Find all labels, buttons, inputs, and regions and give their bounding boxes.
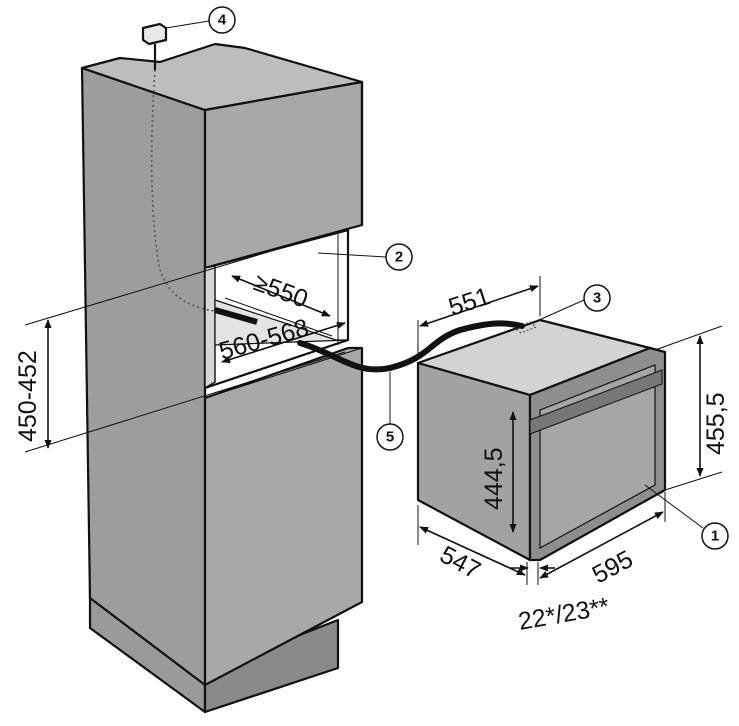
niche-dimensions [24,242,346,453]
niche-depth-arrow [231,275,331,317]
width-595-arrow [539,511,664,579]
label-body-height: 444,5 [480,447,508,510]
appliance [416,318,667,562]
callout-1-number: 1 [711,528,719,545]
label-front-thickness: 22*/23** [516,592,611,636]
callout-2: 2 [317,243,413,271]
callout-5: 5 [376,372,404,451]
junction-box-body [141,22,168,46]
label-front-height: 455,5 [702,392,730,455]
height-4555-ext-bottom [664,471,723,491]
callout-4: 4 [165,6,236,34]
callout-5-circle [376,423,404,451]
niche-height-ext-bottom [24,351,346,453]
callout-1-circle [701,522,729,550]
niche-width-arrow [221,322,346,363]
callout-3-number: 3 [593,290,601,307]
depth-547-arrow [419,526,526,576]
callout-3-circle [583,284,611,312]
callout-3: 3 [529,284,611,325]
appliance-dimensions [417,276,723,585]
label-appliance-depth: 551 [445,282,493,322]
callout-2-number: 2 [395,249,403,266]
callout-4-circle [208,6,236,34]
hidden-cable-path [150,69,226,313]
depth-551-arrow [419,285,539,327]
callout-4-number: 4 [218,12,227,29]
junction-box [141,22,226,313]
label-front-width: 595 [588,545,638,589]
tall-cabinet [80,42,364,714]
callout-2-circle [385,243,413,271]
callout-5-number: 5 [386,429,394,446]
cabinet-side-panel [80,66,207,687]
label-niche-height: 450-452 [14,350,42,442]
height-4555-ext-top [654,325,723,351]
label-body-depth: 547 [435,541,485,585]
cabinet-niche-left-wall [204,265,216,390]
niche-height-ext-top [24,242,299,326]
callout-1: 1 [644,484,729,550]
